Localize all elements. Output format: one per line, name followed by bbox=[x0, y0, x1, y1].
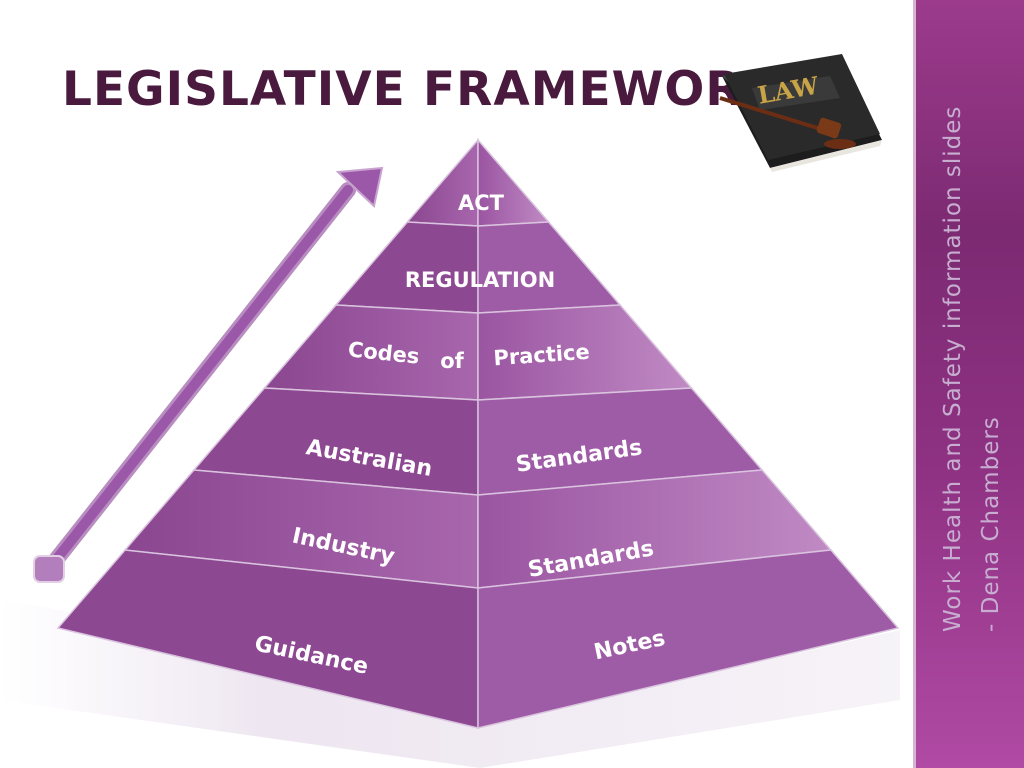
pyramid-tier-6-right bbox=[477, 549, 900, 729]
law-book-icon: LAW bbox=[719, 54, 882, 172]
pyramid-tier-1-word-1: ACT bbox=[458, 191, 505, 215]
slide-title: LEGISLATIVE FRAMEWORK bbox=[62, 62, 780, 117]
sidebar-caption-line1: Work Health and Safety information slide… bbox=[940, 105, 966, 632]
gavel-icon bbox=[719, 96, 856, 149]
sidebar-caption-line2: - Dena Chambers bbox=[978, 416, 1004, 632]
sidebar-panel bbox=[913, 0, 1024, 768]
pyramid-tier-2-word-1: REGULATION bbox=[405, 268, 555, 292]
arrow-up-icon bbox=[33, 166, 384, 583]
pyramid-tier-3-word-2: of bbox=[440, 349, 464, 373]
pyramid-faces bbox=[56, 137, 900, 729]
